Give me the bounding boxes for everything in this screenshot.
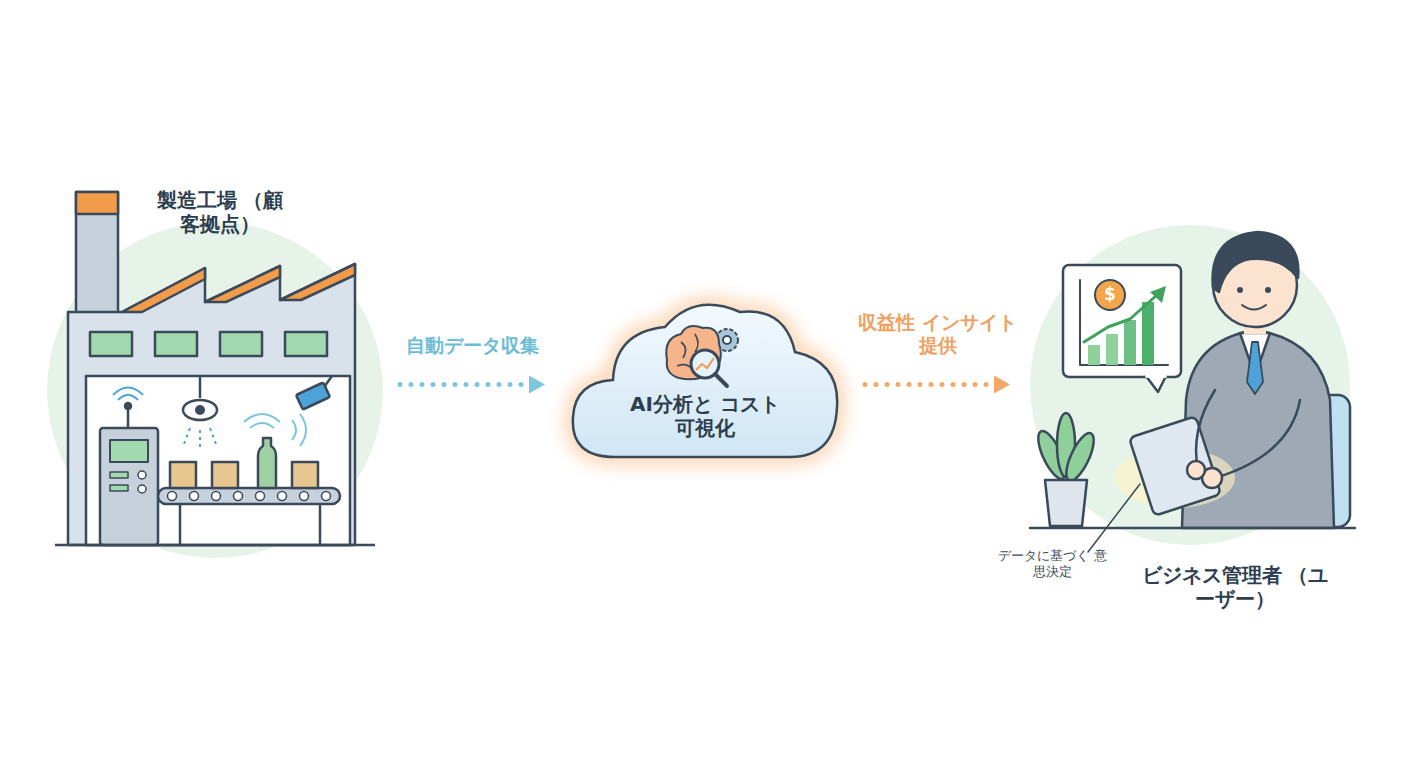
conveyor-belt	[158, 488, 340, 504]
plant-leaf	[1061, 430, 1099, 485]
antenna	[127, 410, 130, 428]
product-bottle	[258, 438, 276, 488]
signal-waves	[113, 388, 143, 401]
machine-knob	[138, 471, 146, 479]
manager-illustration	[1030, 225, 1355, 552]
factory-building	[68, 264, 355, 545]
sensor-rays	[184, 428, 216, 448]
arm	[1215, 400, 1300, 478]
hand	[1187, 461, 1205, 479]
product-box	[292, 462, 318, 488]
chart-bar	[1106, 334, 1118, 365]
conveyor-roller	[256, 492, 265, 501]
machine-knob	[138, 485, 146, 493]
conveyor-roller	[234, 492, 243, 501]
hair	[1213, 232, 1299, 292]
node-title: 製造工場 （顧客拠点）	[155, 188, 285, 237]
machine-button	[110, 472, 128, 478]
factory-interior	[86, 376, 350, 545]
product-box	[170, 462, 196, 488]
antenna-tip	[125, 403, 131, 409]
cloud-node: AI分析と コスト可視化	[555, 282, 855, 487]
chart-bar	[1124, 320, 1136, 365]
conveyor-roller	[212, 492, 221, 501]
necktie	[1247, 342, 1263, 394]
machine-button	[110, 485, 128, 491]
factory-node: 製造工場 （顧客拠点）	[55, 150, 390, 550]
chimney	[76, 192, 118, 317]
roof-stripe	[122, 268, 205, 312]
roof-stripe	[205, 266, 280, 302]
bubble-tail-join	[1147, 374, 1165, 378]
factory-illustration	[47, 192, 383, 558]
arrowhead	[994, 376, 1010, 394]
node-title: AI分析と コスト可視化	[625, 392, 785, 441]
arm	[1196, 390, 1215, 470]
vision-sensor	[183, 400, 217, 420]
node-title: ビジネス管理者 （ユーザー）	[1140, 563, 1330, 612]
chimney-cap	[76, 192, 118, 214]
sensor-mount	[199, 376, 202, 398]
conveyor-roller	[322, 492, 331, 501]
conveyor-roller	[168, 492, 177, 501]
coin	[1095, 280, 1125, 310]
leader-line	[1088, 484, 1140, 552]
chart-bar	[1088, 345, 1100, 365]
window	[285, 332, 327, 356]
chart-axes	[1080, 280, 1168, 365]
conveyor-roller	[190, 492, 199, 501]
roof-stripe	[280, 264, 355, 300]
coin-symbol: $	[1095, 284, 1125, 305]
backdrop-circle	[1030, 225, 1350, 545]
conveyor-leg	[179, 504, 182, 545]
wireless-waves	[292, 414, 306, 446]
window	[90, 332, 132, 356]
chart-bar	[1142, 302, 1154, 365]
dotted-line	[865, 382, 994, 387]
bubble-tail	[1146, 376, 1166, 392]
callout-note: データに基づく 意思決定	[995, 548, 1110, 580]
node-shape	[555, 282, 855, 487]
cloud-glow	[573, 305, 837, 457]
edge-label: 収益性 インサイト提供	[858, 311, 1018, 357]
conveyor-roller	[300, 492, 309, 501]
camera	[296, 382, 330, 409]
conveyor-roller	[278, 492, 287, 501]
machine-screen	[110, 440, 148, 462]
trend-arrowhead	[1150, 286, 1166, 303]
speech-bubble	[1063, 265, 1181, 377]
plant-pot	[1045, 480, 1087, 526]
magnifier-graph	[696, 358, 714, 370]
product-box	[212, 462, 238, 488]
window	[155, 332, 197, 356]
smile	[1242, 305, 1266, 310]
conveyor-leg	[319, 504, 322, 545]
window	[220, 332, 262, 356]
machine	[100, 428, 158, 545]
arrowhead	[529, 376, 545, 394]
flow-connector	[400, 376, 545, 394]
wireless-waves	[244, 414, 280, 428]
edge-label: 自動データ収集	[378, 334, 568, 357]
eye	[1265, 287, 1271, 293]
ai-icon	[666, 326, 738, 386]
cloud-outline	[573, 305, 837, 457]
tablet	[1129, 416, 1221, 516]
flow-connector	[865, 376, 1010, 394]
magnifier-handle	[715, 374, 727, 386]
eye	[1237, 287, 1243, 293]
gear-hub	[723, 336, 731, 344]
sensor-pupil	[195, 405, 205, 415]
ground-line	[55, 544, 375, 547]
brain	[666, 326, 721, 379]
dotted-line	[400, 382, 529, 387]
